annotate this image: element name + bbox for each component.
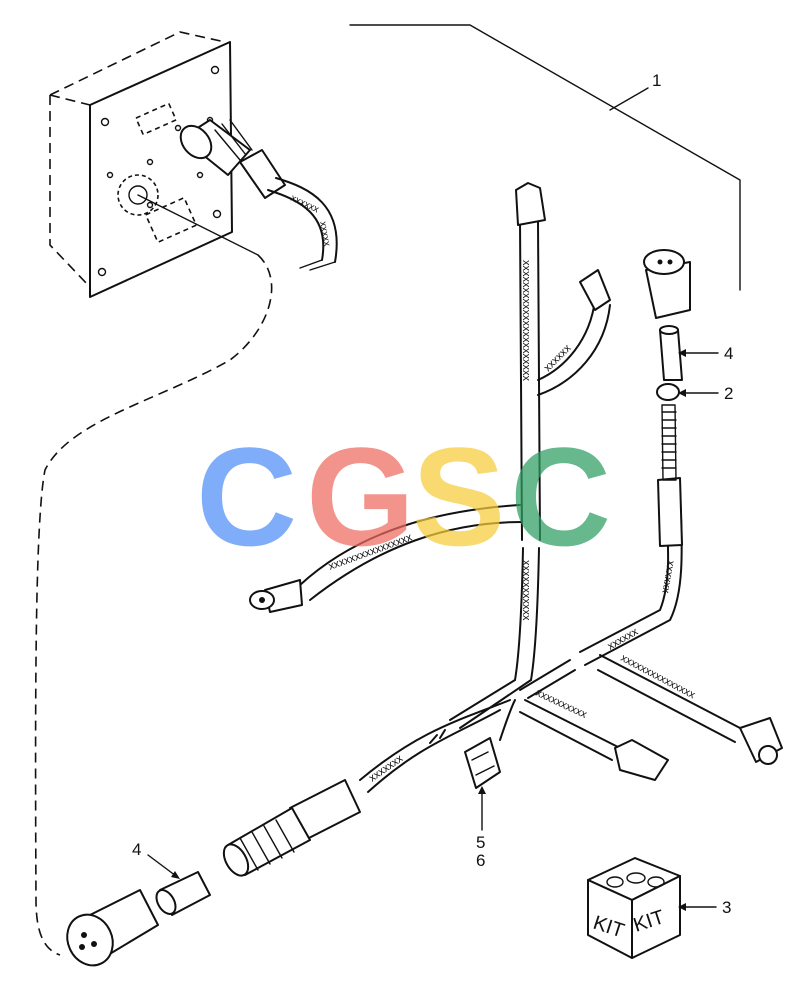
callouts: 1 4 2 5 6 4 3 [132, 71, 733, 917]
watermark: C G S C [196, 418, 611, 575]
callout-2: 2 [724, 384, 733, 403]
routing-dashed-line [34, 254, 273, 956]
svg-text:xxxxxx: xxxxxx [659, 559, 677, 594]
svg-text:xxxxx: xxxxx [317, 221, 332, 248]
watermark-letter-c1: C [196, 418, 297, 575]
svg-text:xxxxxxx: xxxxxxx [367, 752, 406, 784]
main-harness [66, 182, 783, 967]
watermark-letter-c2: C [510, 418, 611, 575]
watermark-letter-s: S [412, 418, 505, 575]
kit-box: KIT KIT [587, 857, 681, 959]
callout-3: 3 [722, 898, 731, 917]
callout-4-upper: 4 [724, 344, 733, 363]
item-1-bracket [349, 24, 741, 291]
svg-text:xxxxxxxxxxxxxxx: xxxxxxxxxxxxxxx [619, 652, 698, 702]
callout-5: 5 [476, 833, 485, 852]
svg-text:xxxxxxxxxx: xxxxxxxxxx [534, 687, 589, 721]
svg-text:xxxxxxxxxxx: xxxxxxxxxxx [520, 560, 532, 621]
callout-4-lower: 4 [132, 840, 141, 859]
svg-text:xxxxxxxxxxxxxxxxxxxxxx: xxxxxxxxxxxxxxxxxxxxxx [520, 260, 532, 382]
callout-1: 1 [652, 71, 661, 90]
control-box: xxxxxx xxxxx [49, 31, 338, 298]
callout-6: 6 [476, 851, 485, 870]
watermark-letter-g: G [306, 418, 415, 575]
